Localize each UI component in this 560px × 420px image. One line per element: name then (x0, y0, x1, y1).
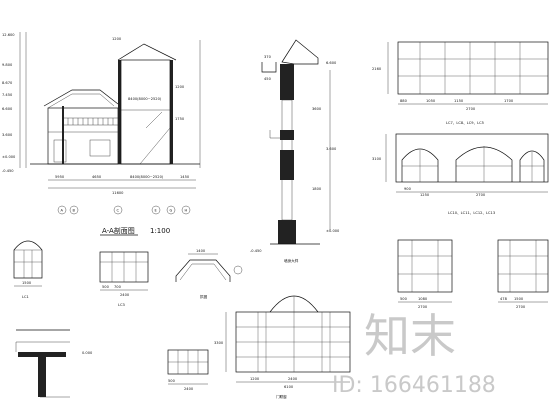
dim: 2400 (184, 387, 194, 391)
inner-dim: 1200 (112, 37, 122, 41)
window-grid-title: LC7、LC8、LC9、LC5 (446, 121, 484, 125)
dim: 450 (264, 77, 272, 81)
axis-markers: A B C E G H (57, 205, 191, 215)
section-scale: 1:100 (150, 227, 170, 235)
level: 0.000 (82, 351, 93, 355)
level-top: 12.600 (2, 33, 15, 37)
dim: 1200 (250, 377, 260, 381)
watermark-brand: 知末 (364, 309, 456, 363)
section-title: A-A剖面图 (102, 226, 135, 235)
level: -0.450 (250, 249, 262, 253)
dim: 2160 (372, 67, 382, 71)
dim: 3300 (214, 341, 224, 345)
level: 3.600 (326, 147, 337, 151)
level-5: 3.600 (2, 133, 13, 137)
watermark: 知末 ID: 166461188 (332, 309, 496, 398)
level-4: 6.600 (2, 107, 13, 111)
dim: 478 (500, 297, 508, 301)
arch-detail: 1400 拱圈 (175, 249, 243, 299)
dim: 2400 (120, 293, 130, 297)
level-7: -0.450 (2, 169, 14, 173)
watermark-id: ID: 166461188 (332, 373, 496, 398)
arch-windows-elevation: 900 1250 2700 3100 LC10、LC11、LC12、LC13 (372, 133, 549, 215)
bottom-dim: 4650 (92, 175, 102, 179)
dim: 1400 (196, 249, 206, 253)
wall-detail-drawing: 6.600 3.600 ±0.000 -0.450 3600 1800 370 … (250, 39, 340, 263)
dim: 3100 (372, 157, 382, 161)
inner-dim: 1750 (175, 117, 185, 121)
big-window-elevation: 1200 2400 6100 3300 门联窗 (214, 295, 351, 399)
axis-label: H (185, 209, 188, 213)
side-window: 478 1500 2700 (497, 239, 549, 309)
corner-window: 500 1080 2700 (397, 239, 453, 309)
small-window-2-title: LC3 (118, 303, 125, 307)
axis-label: C (117, 209, 120, 213)
small-window-1: 1500 LC1 (13, 240, 43, 299)
bottom-dim: 8400(8000~2520) (130, 175, 164, 179)
dim: 1700 (504, 99, 514, 103)
dim: 1050 (426, 99, 436, 103)
dim: 1080 (418, 297, 428, 301)
dim: 2700 (418, 305, 428, 309)
axis-label: A (61, 209, 64, 213)
level-1: 9.800 (2, 63, 13, 67)
dim: 500 (102, 285, 110, 289)
wall-title: 墙身大样 (284, 258, 299, 263)
arch-windows-title: LC10、LC11、LC12、LC13 (448, 211, 495, 215)
dim: 6100 (284, 385, 294, 389)
dim: 1500 (22, 281, 32, 285)
dim: 1250 (420, 193, 430, 197)
axis-label: B (73, 209, 76, 213)
total-dim: 11600 (112, 191, 124, 195)
arch-detail-title: 拱圈 (200, 294, 208, 299)
window-grid-elevation: 880 1050 1150 1700 2700 2160 LC7、LC8、LC9… (372, 41, 549, 125)
level-6: ±0.000 (2, 155, 16, 159)
dim: 880 (400, 99, 408, 103)
bottom-dim: 5950 (55, 175, 65, 179)
level: 6.600 (326, 61, 337, 65)
dim: 2700 (466, 107, 476, 111)
dim: 1500 (514, 297, 524, 301)
eave-detail: 0.000 (15, 329, 93, 398)
dim: 900 (404, 187, 412, 191)
dim: 370 (264, 55, 272, 59)
dim: 2400 (288, 377, 298, 381)
inner-dim: 1200 (175, 85, 185, 89)
small-window-1-title: LC1 (22, 295, 29, 299)
level: ±0.000 (326, 229, 340, 233)
dim: 2700 (516, 305, 526, 309)
big-window-title: 门联窗 (276, 394, 287, 399)
axis-label: E (155, 209, 158, 213)
dim: 700 (114, 285, 122, 289)
dim: 1800 (312, 187, 322, 191)
section-drawing: 12.600 9.800 8.670 7.450 6.600 3.600 ±0.… (2, 32, 201, 236)
inner-dim: 8400(8000~2520) (128, 97, 162, 101)
axis-label: G (170, 209, 173, 213)
level-3: 7.450 (2, 93, 13, 97)
dim: 500 (168, 379, 176, 383)
dim: 2700 (476, 193, 486, 197)
dim: 3600 (312, 107, 322, 111)
small-window-2: 500 700 2400 LC3 (99, 251, 149, 307)
bottom-dim: 1450 (180, 175, 190, 179)
dim: 500 (400, 297, 408, 301)
level-2: 8.670 (2, 81, 13, 85)
dim: 1150 (454, 99, 464, 103)
bottom-window: 500 2400 (167, 349, 209, 391)
